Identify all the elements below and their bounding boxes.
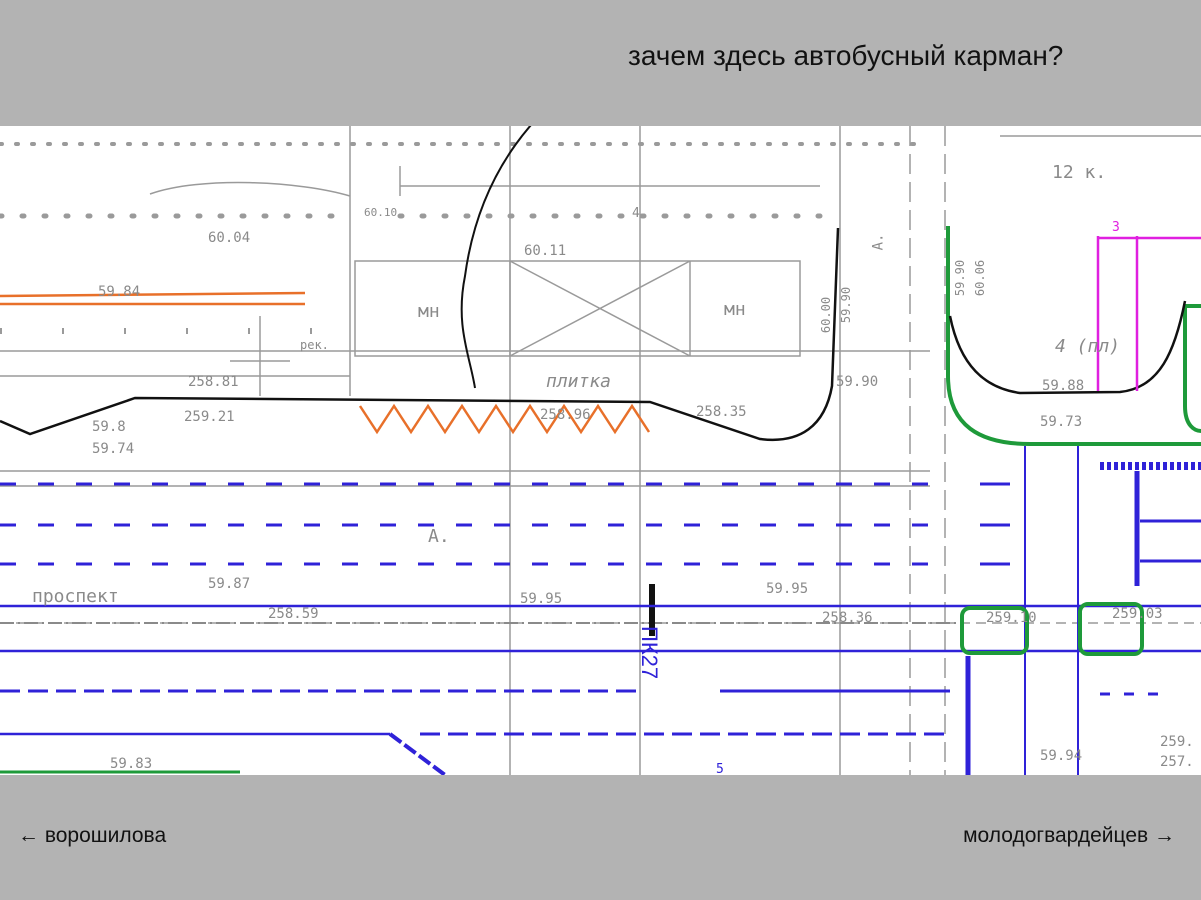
annotation-pointer — [460, 126, 532, 389]
plan-drawing — [0, 126, 1201, 775]
elevation-label: 60.00 — [819, 296, 834, 334]
elevation-label: 59.94 — [1040, 748, 1083, 764]
elevation-label: 59.88 — [1042, 378, 1085, 394]
elevation-label: 59.95 — [766, 581, 809, 597]
elevation-label: 59.73 — [1040, 414, 1083, 430]
elevation-label: 59.87 — [208, 576, 251, 592]
nav-left-label: ← ворошилова — [18, 824, 167, 847]
building-label: мн — [418, 301, 440, 322]
surface-label: плитка — [546, 371, 612, 392]
parking-curve — [948, 300, 1187, 395]
magenta-dimension — [1096, 236, 1201, 391]
green-curbs — [0, 226, 1201, 774]
elevation-label: 258.36 — [822, 610, 873, 626]
elevation-label: 59.90 — [839, 286, 854, 324]
dimension-label: 3 — [1112, 220, 1120, 235]
building-label: 12 к. — [1052, 162, 1107, 183]
elevation-label: 60.10 — [364, 206, 398, 219]
elevation-label: 257. — [1160, 754, 1194, 770]
elevation-label: 259.21 — [184, 409, 235, 425]
street-label: проспект — [32, 586, 119, 607]
note-label: рек. — [300, 338, 329, 352]
orange-lines — [0, 291, 651, 435]
elevation-label: 258.35 — [696, 404, 747, 420]
elevation-label: 59.90 — [953, 259, 968, 297]
elevation-label: 259.03 — [1112, 606, 1163, 622]
letter-label: А. — [870, 233, 887, 251]
elevation-label: 59.90 — [836, 374, 879, 390]
elevation-label: 258.96 — [540, 407, 591, 423]
building-label: 4 (пл) — [1055, 336, 1121, 357]
nav-right-label: молодогвардейцев → — [963, 824, 1175, 847]
elevation-label: 60.04 — [208, 230, 251, 246]
elevation-label: 59.84 — [98, 284, 141, 300]
building-label: мн — [724, 299, 746, 320]
curb-line — [0, 227, 840, 442]
pk-label: ПК27 — [637, 626, 662, 680]
number-label: 4 — [632, 206, 640, 221]
elevation-label: 59.74 — [92, 441, 135, 457]
annotation-question: зачем здесь автобусный карман? — [628, 40, 1064, 71]
elevation-label: 59.95 — [520, 591, 563, 607]
number-label: 5 — [716, 762, 724, 775]
elevation-label: 258.59 — [268, 606, 319, 622]
elevation-label: 60.06 — [973, 259, 988, 297]
elevation-label: 59.83 — [110, 756, 153, 772]
road-plan: 60.04 59.84 60.11 60.10 мн мн плитка 258… — [0, 126, 1201, 775]
gray-base-lines — [0, 126, 1201, 775]
elevation-label: 59.8 — [92, 419, 126, 435]
elevation-label: 60.11 — [524, 243, 567, 259]
elevation-label: 259. — [1160, 734, 1194, 750]
elevation-label: 258.81 — [188, 374, 239, 390]
elevation-label: 259.10 — [986, 610, 1037, 626]
letter-label: А. — [428, 526, 450, 547]
